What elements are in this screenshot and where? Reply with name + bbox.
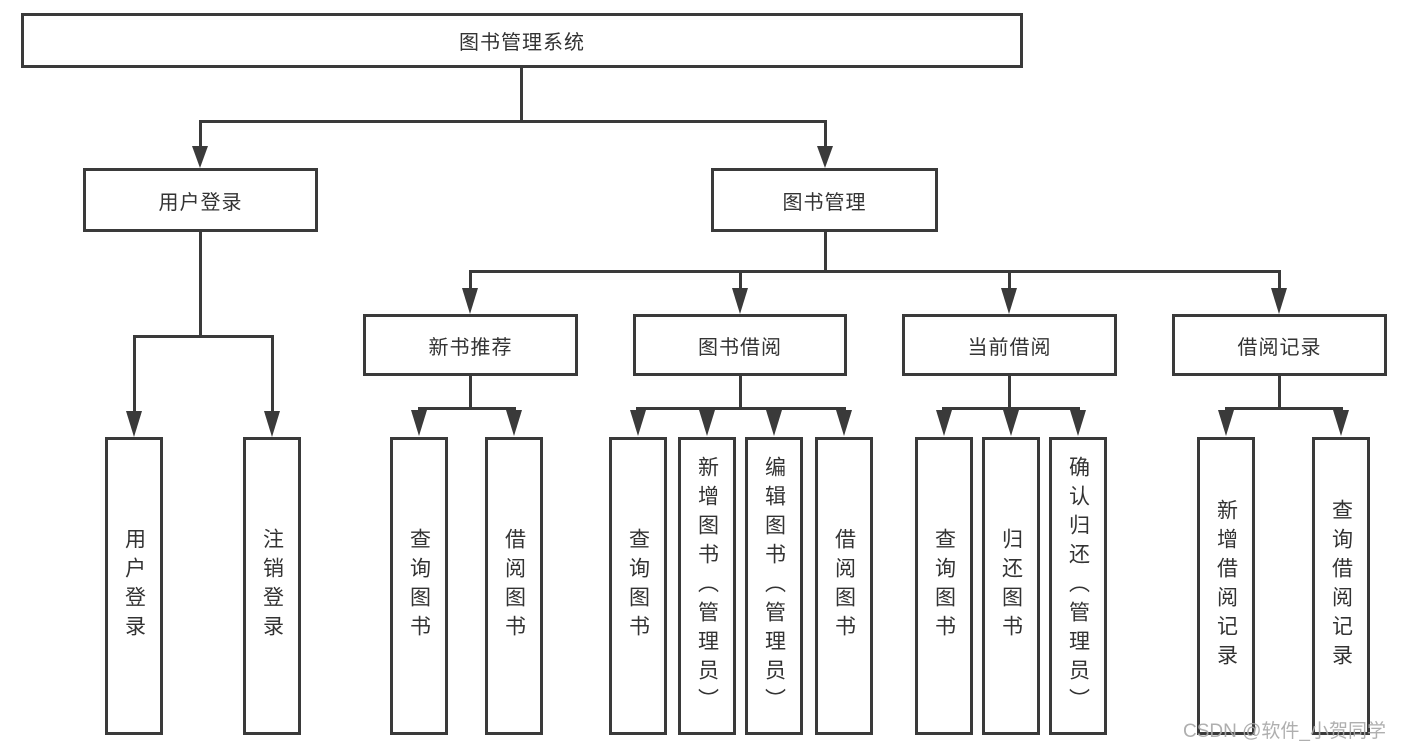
connector-user-login-stem <box>199 232 202 335</box>
arrow-down-icon <box>1333 410 1349 436</box>
leaf-logout: 注销登录 <box>243 437 301 735</box>
leaf-edit-books-admin: 编辑图书（管理员） <box>745 437 803 735</box>
leaf-query-books-current-label: 查询图书 <box>932 528 956 644</box>
arrow-down-icon <box>732 288 748 314</box>
connector-level3-rail <box>469 270 1281 273</box>
connector-current-borrow-rail <box>942 407 1080 410</box>
leaf-user-login: 用户登录 <box>105 437 163 735</box>
node-book-borrow: 图书借阅 <box>633 314 847 376</box>
arrow-down-icon <box>1218 410 1234 436</box>
leaf-user-login-label: 用户登录 <box>122 528 146 644</box>
connector-borrow-records-rail <box>1225 407 1343 410</box>
leaf-add-books-admin: 新增图书（管理员） <box>678 437 736 735</box>
connector-user-login-rail <box>133 335 274 338</box>
connector-borrow-records-stem <box>1278 376 1281 407</box>
arrow-down-icon <box>699 410 715 436</box>
connector-current-borrow-stem <box>1008 376 1011 407</box>
node-current-borrow: 当前借阅 <box>902 314 1117 376</box>
leaf-query-books-recommend-label: 查询图书 <box>407 528 431 644</box>
leaf-borrow-books-recommend-label: 借阅图书 <box>502 528 526 644</box>
arrow-down-icon <box>1003 410 1019 436</box>
node-user-login: 用户登录 <box>83 168 318 232</box>
arrow-down-icon <box>462 288 478 314</box>
node-borrow-records-label: 借阅记录 <box>1237 336 1322 359</box>
connector-drop-borrow-records <box>1278 270 1281 290</box>
connector-level2-rail <box>199 120 827 123</box>
arrow-down-icon <box>766 410 782 436</box>
connector-drop-current-borrow <box>1008 270 1011 290</box>
leaf-borrow-books: 借阅图书 <box>815 437 873 735</box>
node-root: 图书管理系统 <box>21 13 1023 68</box>
arrow-down-icon <box>1001 288 1017 314</box>
node-new-book-recommend-label: 新书推荐 <box>428 336 513 359</box>
leaf-query-books-current: 查询图书 <box>915 437 973 735</box>
leaf-query-books-borrow: 查询图书 <box>609 437 667 735</box>
arrow-down-icon <box>126 411 142 437</box>
arrow-down-icon <box>1070 410 1086 436</box>
connector-root-stem <box>520 68 523 122</box>
node-book-borrow-label: 图书借阅 <box>698 336 782 359</box>
arrow-down-icon <box>506 410 522 436</box>
node-new-book-recommend: 新书推荐 <box>363 314 578 376</box>
arrow-down-icon <box>1271 288 1287 314</box>
leaf-add-borrow-record: 新增借阅记录 <box>1197 437 1255 735</box>
connector-book-borrow-rail <box>636 407 846 410</box>
node-user-login-label: 用户登录 <box>158 191 243 214</box>
connector-book-borrow-stem <box>739 376 742 407</box>
leaf-return-books: 归还图书 <box>982 437 1040 735</box>
leaf-add-books-admin-label: 新增图书（管理员） <box>695 455 719 717</box>
connector-drop-user-login <box>199 120 202 146</box>
node-book-management: 图书管理 <box>711 168 938 232</box>
arrow-down-icon <box>264 411 280 437</box>
arrow-down-icon <box>192 146 208 168</box>
arrow-down-icon <box>936 410 952 436</box>
leaf-query-borrow-record-label: 查询借阅记录 <box>1329 499 1353 673</box>
leaf-borrow-books-recommend: 借阅图书 <box>485 437 543 735</box>
leaf-logout-label: 注销登录 <box>260 528 284 644</box>
node-book-management-label: 图书管理 <box>782 191 867 214</box>
arrow-down-icon <box>411 410 427 436</box>
arrow-down-icon <box>630 410 646 436</box>
node-borrow-records: 借阅记录 <box>1172 314 1387 376</box>
leaf-query-books-recommend: 查询图书 <box>390 437 448 735</box>
arrow-down-icon <box>836 410 852 436</box>
leaf-edit-books-admin-label: 编辑图书（管理员） <box>762 455 786 717</box>
connector-drop-logout-leaf <box>271 335 274 411</box>
watermark: CSDN @软件_小贺同学 <box>1183 721 1386 742</box>
node-root-label: 图书管理系统 <box>459 32 585 54</box>
node-current-borrow-label: 当前借阅 <box>967 336 1052 359</box>
connector-drop-login-leaf <box>133 335 136 411</box>
leaf-query-books-borrow-label: 查询图书 <box>626 528 650 644</box>
connector-drop-new-book <box>469 270 472 290</box>
leaf-confirm-return-admin: 确认归还（管理员） <box>1049 437 1107 735</box>
arrow-down-icon <box>817 146 833 168</box>
leaf-return-books-label: 归还图书 <box>999 528 1023 644</box>
connector-new-book-rail <box>418 407 516 410</box>
leaf-query-borrow-record: 查询借阅记录 <box>1312 437 1370 735</box>
connector-drop-book-management <box>824 120 827 146</box>
leaf-confirm-return-admin-label: 确认归还（管理员） <box>1066 455 1090 717</box>
connector-drop-book-borrow <box>739 270 742 290</box>
leaf-add-borrow-record-label: 新增借阅记录 <box>1214 499 1238 673</box>
connector-book-management-stem <box>824 232 827 270</box>
leaf-borrow-books-label: 借阅图书 <box>832 528 856 644</box>
connector-new-book-stem <box>469 376 472 407</box>
